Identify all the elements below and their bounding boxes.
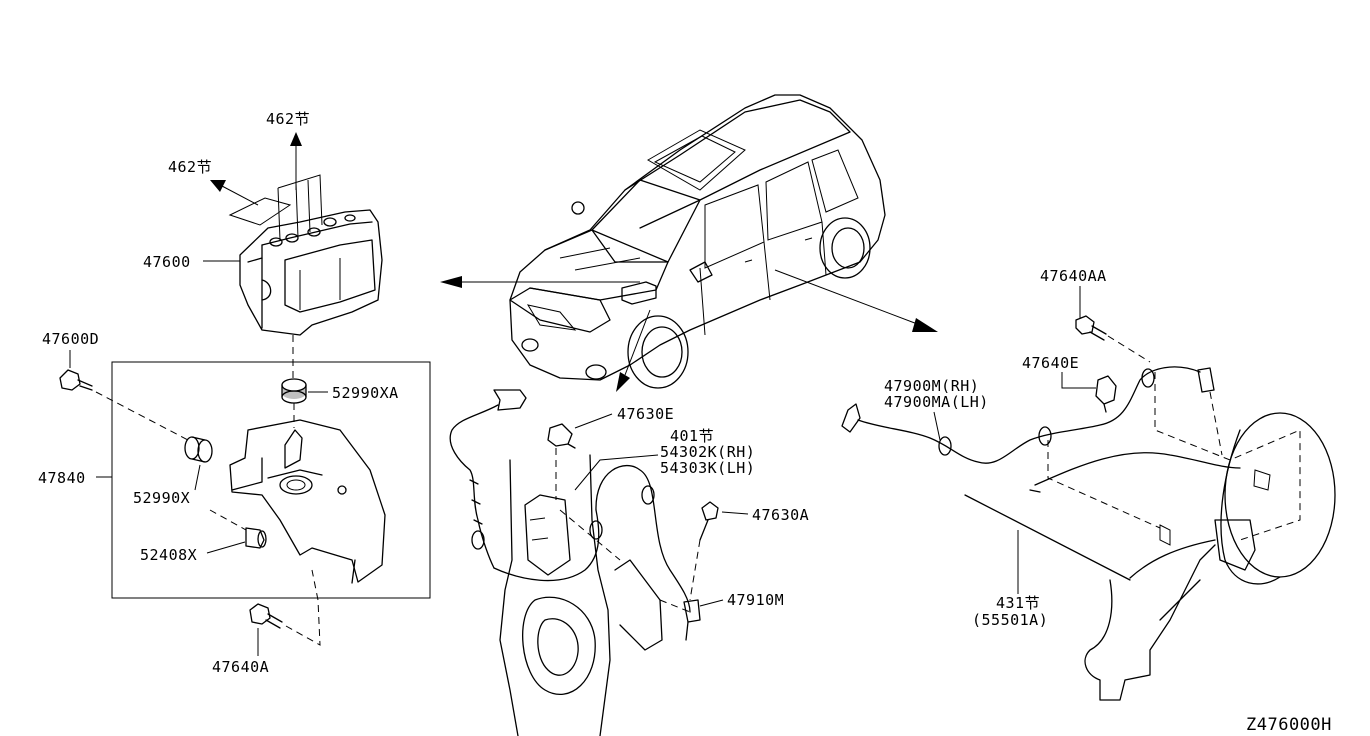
label-431[interactable]: 431节: [996, 594, 1040, 612]
leader-47900M: [933, 411, 941, 441]
leader-401: [574, 454, 659, 491]
bolt-47600D[interactable]: [59, 369, 93, 391]
dashed-guide-47600D: [95, 391, 189, 441]
clip-47640E[interactable]: [1095, 375, 1117, 413]
label-47600[interactable]: 47600: [143, 253, 191, 271]
vehicle-silhouette: [509, 94, 886, 389]
label-47600D[interactable]: 47600D: [42, 330, 99, 348]
leader-47630A: [721, 511, 749, 515]
label-47640A[interactable]: 47640A: [212, 658, 269, 676]
pointer-arrow-rear-sensor: [774, 269, 938, 332]
bolt-47640A[interactable]: [249, 603, 283, 629]
dashed-guide-47640A: [285, 569, 321, 646]
dashed-guide-47640AA: [1107, 335, 1151, 363]
label-47640E[interactable]: 47640E: [1022, 354, 1079, 372]
label-54303K[interactable]: 54303K(LH): [660, 459, 755, 477]
leader-52990X: [194, 464, 201, 491]
reference-arrow-462-up: [290, 132, 302, 190]
dashed-guide-47630A: [689, 539, 701, 601]
label-401[interactable]: 401节: [670, 427, 714, 445]
label-47910M[interactable]: 47910M: [727, 591, 784, 609]
rear-sensor-harness[interactable]: [841, 366, 1215, 464]
label-47840[interactable]: 47840: [38, 469, 86, 487]
label-462-left[interactable]: 462节: [168, 158, 212, 176]
pointer-arrow-front-sensor: [616, 309, 651, 392]
label-52408X[interactable]: 52408X: [140, 546, 197, 564]
dashed-guide-collar: [209, 509, 247, 531]
figure-code: Z476000H: [1246, 715, 1332, 735]
bolt-47640AA[interactable]: [1075, 315, 1107, 341]
grommet-52990X[interactable]: [184, 436, 213, 463]
collar-52408X[interactable]: [245, 527, 267, 549]
label-47630A[interactable]: 47630A: [752, 506, 809, 524]
pointer-arrow-actuator: [440, 276, 640, 288]
label-47900MA[interactable]: 47900MA(LH): [884, 393, 989, 411]
label-47900M[interactable]: 47900M(RH): [884, 377, 979, 395]
bracket-assembly-frame: [111, 361, 431, 599]
label-52990XA[interactable]: 52990XA: [332, 384, 399, 402]
grommet-52990XA[interactable]: [281, 378, 307, 404]
leader-47910M: [699, 599, 724, 607]
leader-52408X: [206, 541, 246, 554]
label-52990X[interactable]: 52990X: [133, 489, 190, 507]
label-47630E[interactable]: 47630E: [617, 405, 674, 423]
label-462-top[interactable]: 462节: [266, 110, 310, 128]
label-54302K[interactable]: 54302K(RH): [660, 443, 755, 461]
front-sensor-harness[interactable]: [449, 389, 701, 641]
label-47640AA[interactable]: 47640AA: [1040, 267, 1107, 285]
clip-47630E[interactable]: [547, 423, 576, 449]
leader-47640E: [1061, 372, 1096, 389]
front-knuckle-outline: [499, 454, 691, 736]
reference-arrow-462-left: [210, 180, 259, 206]
bolt-47630A[interactable]: [699, 501, 719, 541]
rear-axle-assembly: [964, 372, 1336, 701]
abs-actuator-bracket[interactable]: [229, 419, 386, 584]
abs-actuator-unit[interactable]: [228, 174, 383, 336]
label-55501A[interactable]: (55501A): [972, 611, 1048, 629]
leader-47630E: [574, 413, 613, 429]
